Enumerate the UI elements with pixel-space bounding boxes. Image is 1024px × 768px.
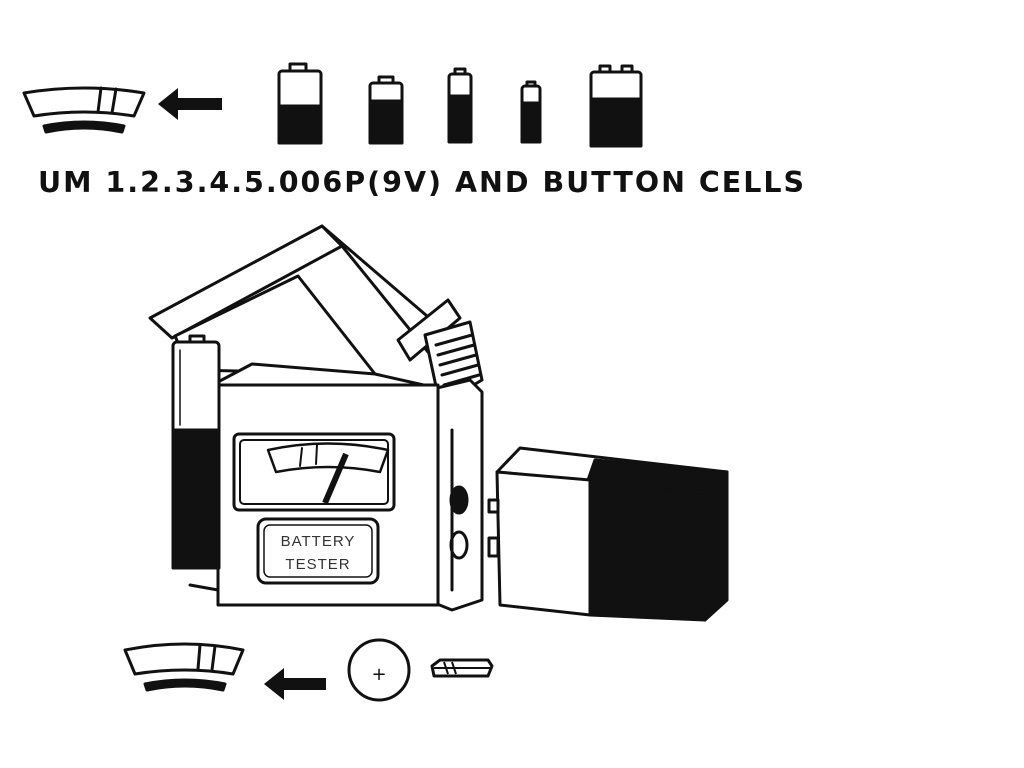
contact-slots [449, 428, 469, 592]
battery-icon [277, 62, 323, 145]
page-title: UM 1.2.3.4.5.006P(9V) AND BUTTON CELLS [38, 166, 807, 199]
battery-9v-icon [589, 64, 643, 148]
button-cell-side-icon [430, 658, 494, 678]
battery-icon [368, 75, 404, 145]
arrow-left-icon [264, 668, 326, 700]
meter-scale-icon [22, 86, 146, 134]
battery-icon [520, 80, 542, 144]
meter-scale-icon [123, 642, 245, 692]
battery-tester-device [148, 224, 484, 612]
tester-label-line2: TESTER [285, 556, 350, 573]
battery-icon [447, 67, 473, 144]
tester-label-plate [256, 517, 380, 585]
button-cell-icon [347, 638, 411, 702]
battery-9v [487, 446, 729, 622]
tester-label-line1: BATTERY [281, 533, 356, 550]
arrow-left-icon [158, 88, 222, 120]
button-cell-polarity: + [371, 664, 386, 685]
meter-window [232, 432, 396, 512]
aa-battery [171, 334, 221, 570]
